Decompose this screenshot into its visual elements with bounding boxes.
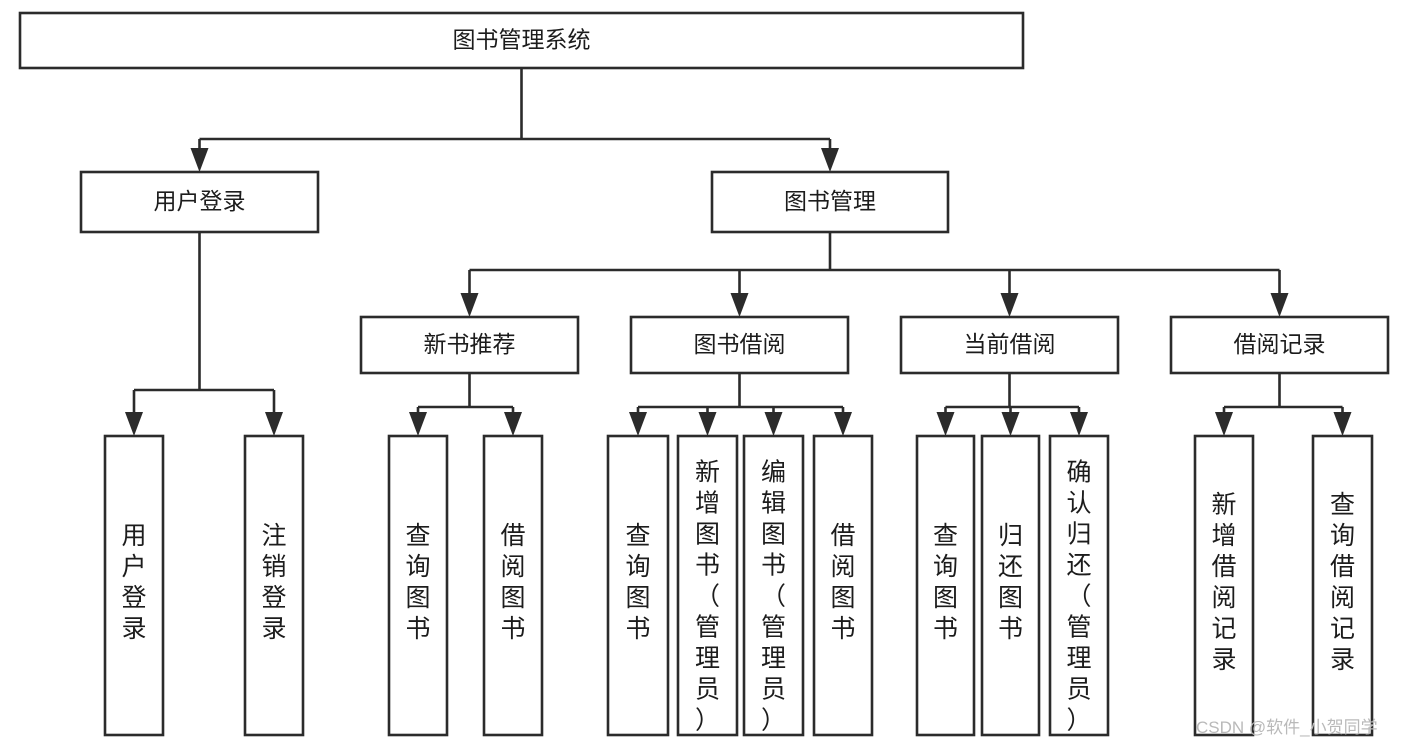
node-leaf-4-label: 查询图书 xyxy=(625,522,650,643)
grp-1-to-child-0-arrowhead xyxy=(629,412,647,436)
node-l2-0-box[interactable] xyxy=(79,170,320,234)
node-leaf-1-label: 注销登录 xyxy=(261,522,286,643)
node-leaf-0[interactable]: 用户登录 xyxy=(103,434,165,737)
node-leaf-12-label: 查询借阅记录 xyxy=(1330,491,1355,674)
grp-2-to-child-2-arrowhead xyxy=(1070,412,1088,436)
grp-3-to-child-0-arrowhead xyxy=(1215,412,1233,436)
node-leaf-6-box[interactable] xyxy=(742,434,805,737)
node-leaf-10-label: 确认归还（管理员） xyxy=(1066,459,1091,735)
node-leaf-8-box[interactable] xyxy=(915,434,976,737)
node-leaf-10-box[interactable] xyxy=(1048,434,1110,737)
grp-1-to-child-3-arrowhead xyxy=(834,412,852,436)
node-leaf-6-label: 编辑图书（管理员） xyxy=(761,459,786,735)
node-leaf-1-box[interactable] xyxy=(243,434,305,737)
node-leaf-8-label: 查询图书 xyxy=(933,522,958,643)
node-leaf-2-label: 查询图书 xyxy=(405,522,430,643)
node-l3-0[interactable]: 新书推荐 xyxy=(359,315,580,375)
node-leaf-5[interactable]: 新增图书（管理员） xyxy=(676,434,739,737)
node-leaf-2-box[interactable] xyxy=(387,434,449,737)
node-leaf-0-label: 用户登录 xyxy=(121,522,146,643)
userlogin-to-child-1-arrowhead xyxy=(265,412,283,436)
node-l3-2[interactable]: 当前借阅 xyxy=(899,315,1120,375)
node-leaf-6[interactable]: 编辑图书（管理员） xyxy=(742,434,805,737)
node-l3-3-box[interactable] xyxy=(1169,315,1390,375)
node-l3-0-box[interactable] xyxy=(359,315,580,375)
node-root-system-box[interactable] xyxy=(18,11,1025,70)
grp-0-to-child-1-arrowhead xyxy=(504,412,522,436)
nodes-layer: 图书管理系统用户登录图书管理新书推荐图书借阅当前借阅借阅记录用户登录注销登录查询… xyxy=(18,11,1390,737)
node-leaf-5-box[interactable] xyxy=(676,434,739,737)
grp-2-to-child-0-arrowhead xyxy=(936,412,955,436)
root-to-l2-1-arrowhead xyxy=(821,148,839,172)
node-l3-1-label: 图书借阅 xyxy=(694,331,786,357)
node-leaf-8[interactable]: 查询图书 xyxy=(915,434,976,737)
grp-0-to-child-0-arrowhead xyxy=(409,412,427,436)
node-l3-3[interactable]: 借阅记录 xyxy=(1169,315,1390,375)
node-l3-2-label: 当前借阅 xyxy=(964,331,1056,357)
node-leaf-7[interactable]: 借阅图书 xyxy=(812,434,874,737)
grp-3-to-child-1-arrowhead xyxy=(1333,412,1352,436)
node-l3-0-label: 新书推荐 xyxy=(424,331,516,357)
node-root-system[interactable]: 图书管理系统 xyxy=(18,11,1025,70)
grp-1-to-child-2-arrowhead xyxy=(764,412,783,436)
l2-to-l3-0-arrowhead xyxy=(460,293,479,317)
node-leaf-11[interactable]: 新增借阅记录 xyxy=(1193,434,1255,737)
node-l3-2-box[interactable] xyxy=(899,315,1120,375)
l2-to-l3-3-arrowhead xyxy=(1270,293,1289,317)
node-leaf-3-label: 借阅图书 xyxy=(500,522,525,643)
node-leaf-1[interactable]: 注销登录 xyxy=(243,434,305,737)
node-l2-1-label: 图书管理 xyxy=(784,188,876,214)
node-leaf-9-label: 归还图书 xyxy=(998,522,1023,643)
root-to-l2-0-arrowhead xyxy=(190,148,209,172)
node-leaf-4-box[interactable] xyxy=(606,434,670,737)
l2-to-l3-1-arrowhead xyxy=(730,293,749,317)
node-leaf-10[interactable]: 确认归还（管理员） xyxy=(1048,434,1110,737)
node-leaf-7-label: 借阅图书 xyxy=(830,522,855,643)
node-l2-0[interactable]: 用户登录 xyxy=(79,170,320,234)
connectors-layer xyxy=(125,68,1352,436)
l2-to-l3-2-arrowhead xyxy=(1000,293,1019,317)
node-leaf-9-box[interactable] xyxy=(980,434,1041,737)
node-l2-1-box[interactable] xyxy=(710,170,950,234)
node-l3-1-box[interactable] xyxy=(629,315,850,375)
node-leaf-9[interactable]: 归还图书 xyxy=(980,434,1041,737)
node-leaf-12[interactable]: 查询借阅记录 xyxy=(1311,434,1374,737)
node-leaf-12-box[interactable] xyxy=(1311,434,1374,737)
node-leaf-4[interactable]: 查询图书 xyxy=(606,434,670,737)
node-leaf-0-box[interactable] xyxy=(103,434,165,737)
node-root-system-label: 图书管理系统 xyxy=(453,27,591,53)
node-l3-3-label: 借阅记录 xyxy=(1234,331,1326,357)
node-l2-0-label: 用户登录 xyxy=(154,188,246,214)
node-l2-1[interactable]: 图书管理 xyxy=(710,170,950,234)
node-l3-1[interactable]: 图书借阅 xyxy=(629,315,850,375)
node-leaf-11-box[interactable] xyxy=(1193,434,1255,737)
node-leaf-3[interactable]: 借阅图书 xyxy=(482,434,544,737)
csdn-watermark: CSDN @软件_小贺同学 xyxy=(1196,718,1378,737)
node-leaf-3-box[interactable] xyxy=(482,434,544,737)
grp-1-to-child-1-arrowhead xyxy=(698,412,717,436)
grp-2-to-child-1-arrowhead xyxy=(1001,412,1020,436)
node-leaf-5-label: 新增图书（管理员） xyxy=(695,459,720,735)
node-leaf-11-label: 新增借阅记录 xyxy=(1211,491,1236,674)
userlogin-to-child-0-arrowhead xyxy=(125,412,143,436)
node-leaf-7-box[interactable] xyxy=(812,434,874,737)
node-leaf-2[interactable]: 查询图书 xyxy=(387,434,449,737)
